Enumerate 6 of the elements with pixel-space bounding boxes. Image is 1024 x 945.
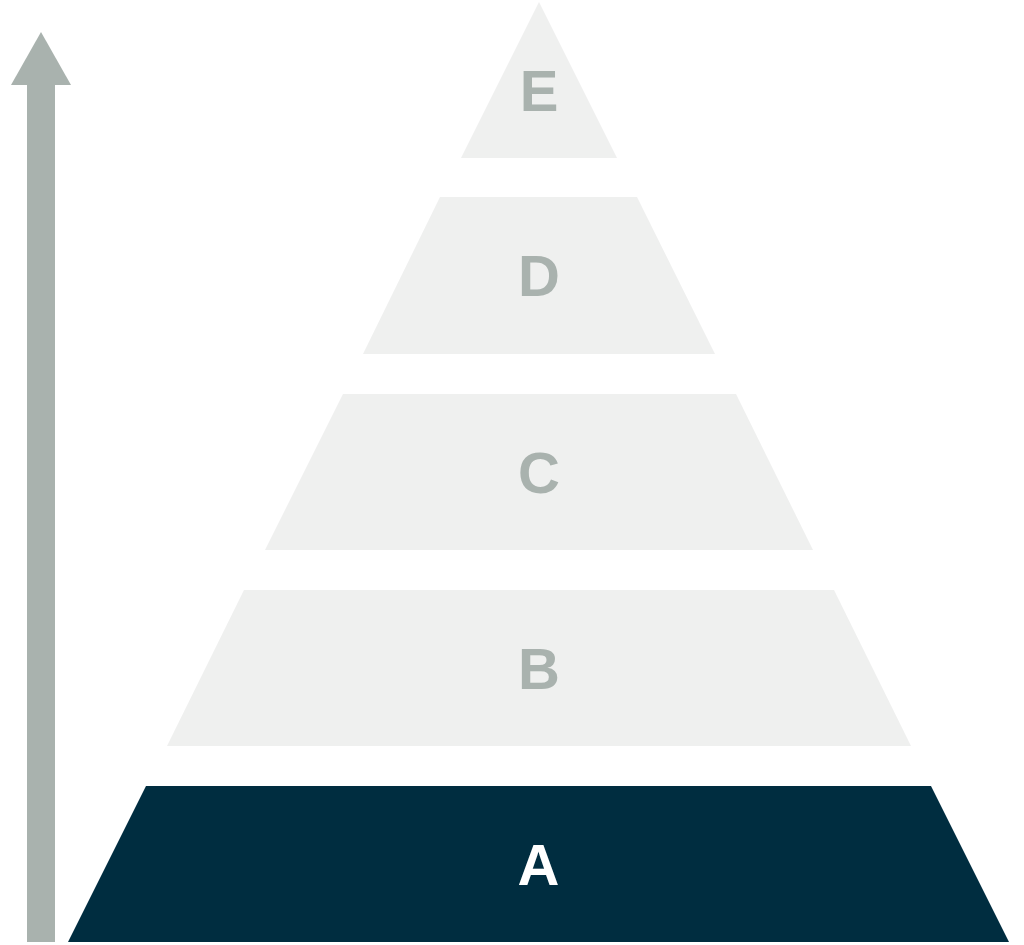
level-label: C <box>518 444 560 502</box>
pyramid-level <box>68 786 1009 942</box>
level-label: D <box>518 247 560 305</box>
level-label: E <box>519 62 559 120</box>
level-label: B <box>518 640 560 698</box>
level-label: A <box>517 836 560 894</box>
